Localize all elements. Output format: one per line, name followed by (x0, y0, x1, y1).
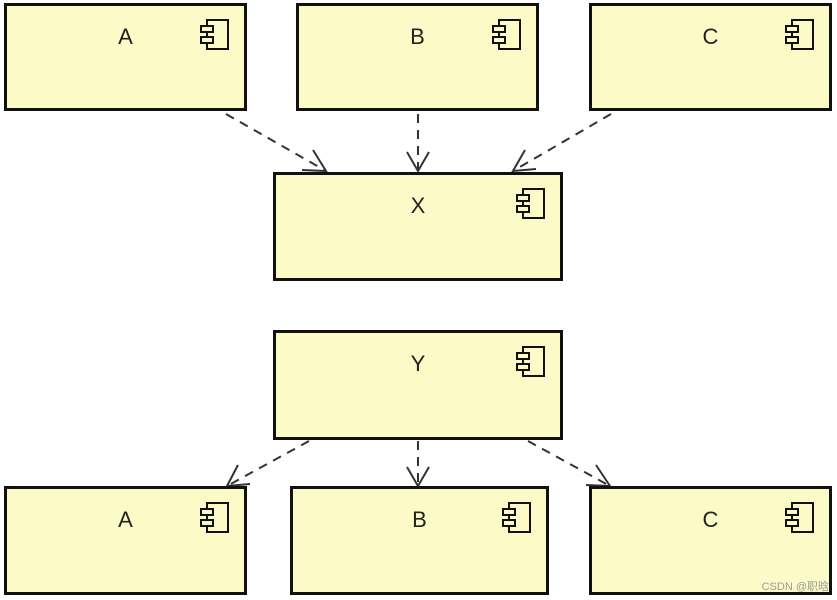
component-label: Y (410, 351, 426, 376)
arrowhead-b-x (406, 151, 430, 173)
component-label: C (702, 507, 719, 532)
dependency-arrow-c-to-x (512, 113, 612, 172)
component-icon (785, 502, 814, 533)
arrowhead-c-x (511, 149, 537, 173)
component-c-top[interactable]: C (589, 3, 832, 111)
component-icon (200, 19, 229, 50)
component-icon (516, 346, 545, 377)
component-a-bottom[interactable]: A (4, 486, 247, 595)
component-label: X (410, 193, 426, 218)
component-icon (516, 188, 545, 219)
arrowhead-a-x (301, 149, 328, 173)
component-label: A (118, 507, 133, 532)
watermark: CSDN @职晗 (761, 581, 829, 593)
component-icon (785, 19, 814, 50)
dependency-arrow-y-to-c (527, 440, 611, 487)
component-label: B (412, 507, 427, 532)
dependency-arrow-a-to-x (225, 113, 327, 172)
component-icon (502, 502, 531, 533)
dependency-arrow-y-to-a (226, 440, 310, 487)
component-a-top[interactable]: A (4, 3, 247, 111)
component-b-top[interactable]: B (296, 3, 539, 111)
component-label: A (118, 24, 133, 49)
component-b-bottom[interactable]: B (290, 486, 549, 595)
component-x[interactable]: X (273, 172, 563, 281)
component-icon (492, 19, 521, 50)
component-c-bottom[interactable]: C (589, 486, 832, 595)
component-label: C (702, 24, 719, 49)
component-icon (200, 502, 229, 533)
component-y[interactable]: Y (273, 330, 563, 440)
component-label: B (410, 24, 425, 49)
